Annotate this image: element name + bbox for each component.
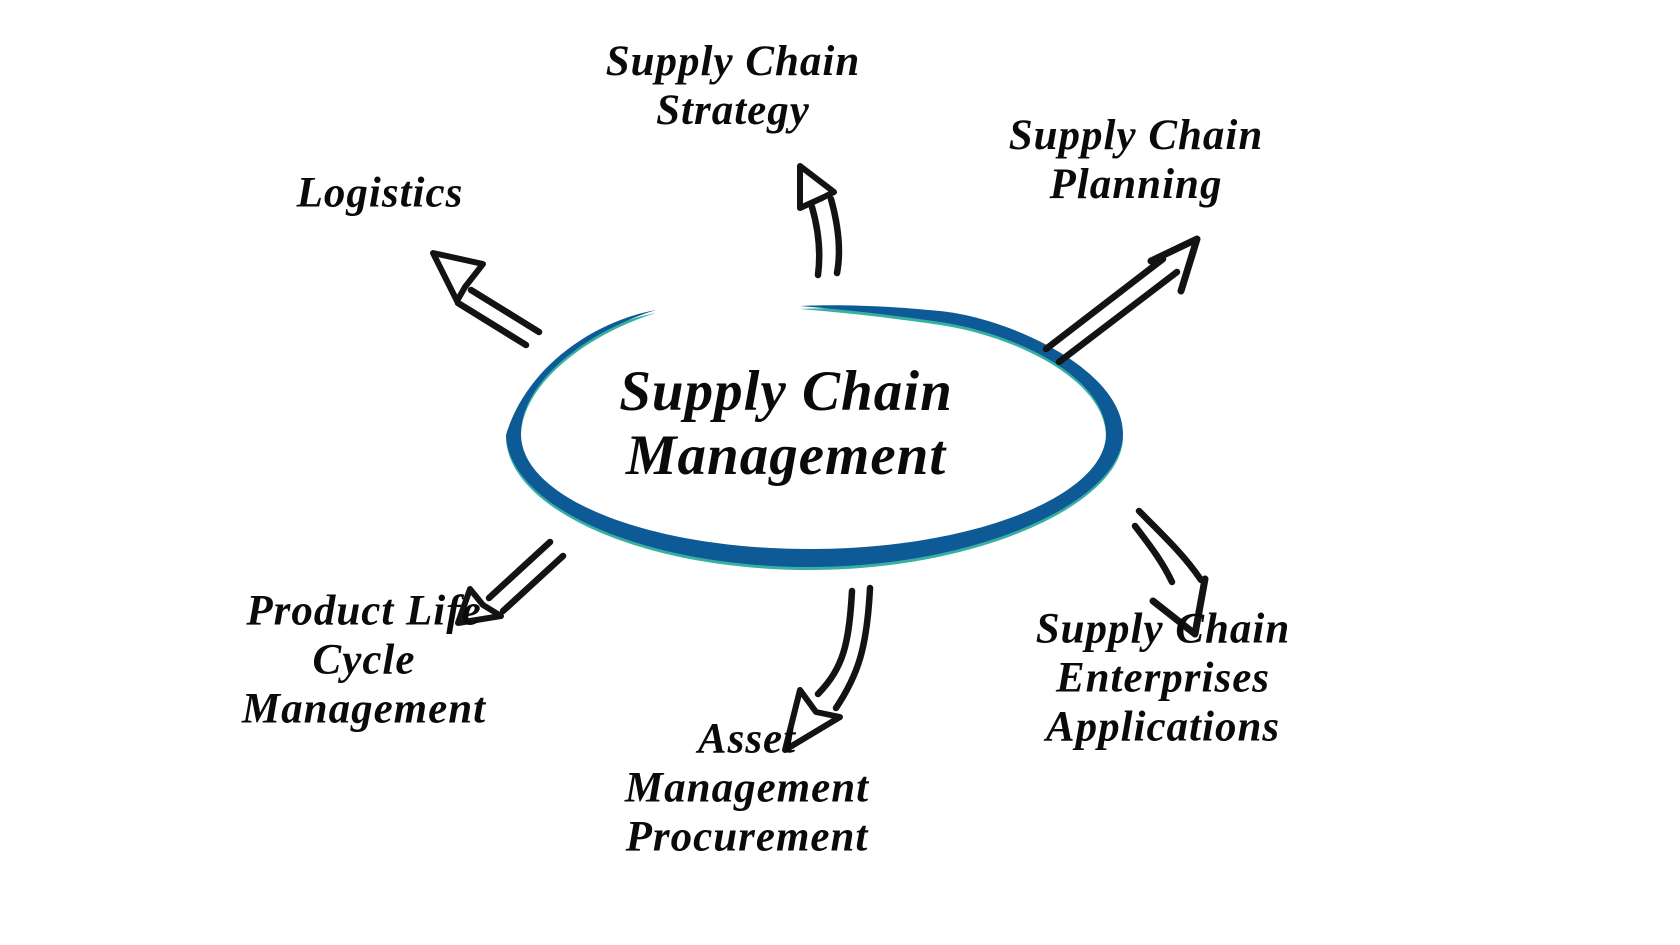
- connector-arrow-enterprise: [1131, 507, 1209, 638]
- central-label: Supply Chain Management: [619, 360, 953, 487]
- connector-arrow-planning: [1042, 235, 1201, 366]
- node-label-product-life-cycle-management: Product Life Cycle Management: [241, 587, 487, 733]
- connector-arrow-plm: [455, 538, 567, 626]
- node-label-supply-chain-enterprises-applications: Supply Chain Enterprises Applications: [1035, 605, 1291, 751]
- connector-arrow-asset: [782, 584, 874, 753]
- connector-arrow-logistics: [430, 250, 543, 349]
- node-label-strategy: Supply Chain Strategy: [605, 37, 861, 134]
- connector-arrow-strategy: [797, 163, 843, 279]
- node-label-planning: Supply Chain Planning: [1008, 111, 1264, 208]
- node-label-asset-management-procurement: Asset Management Procurement: [624, 715, 870, 861]
- node-label-logistics: Logistics: [296, 169, 464, 217]
